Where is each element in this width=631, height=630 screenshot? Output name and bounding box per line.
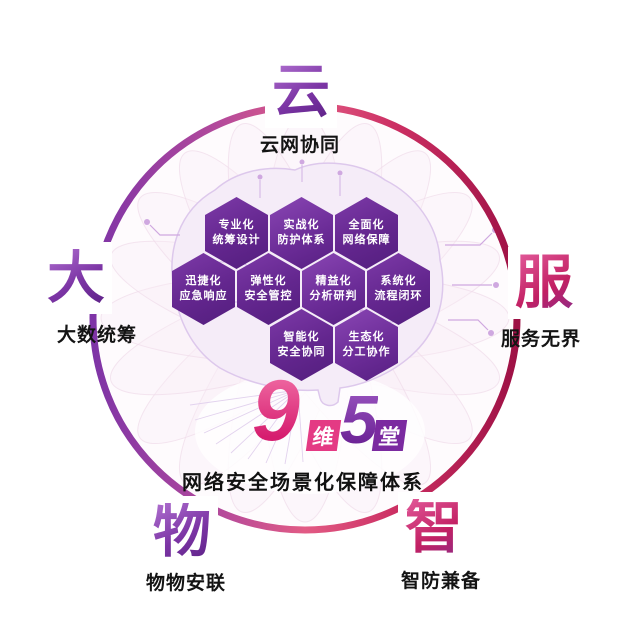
diagram-title: 网络安全场景化保障体系 (182, 472, 424, 494)
hexagon-cell: 智能化 安全协同 (270, 309, 333, 381)
ring-char-things: 物 (146, 496, 218, 568)
logo-number-5: 5 (340, 382, 378, 458)
hexagon-line1: 迅捷化 (185, 274, 222, 287)
hexagon-line1: 弹性化 (250, 274, 287, 287)
fan-lines (189, 389, 304, 465)
hexagon-line1: 智能化 (283, 330, 320, 343)
hexagon-line2: 网络保障 (342, 234, 391, 246)
ring-label-bigdata: 大数统筹 (56, 325, 138, 346)
logo-box-tang: 堂 (371, 420, 408, 451)
hexagon-line1: 专业化 (218, 218, 255, 231)
ring-label-cloud: 云网协同 (259, 135, 341, 156)
ring-char-bigdata: 大 (40, 242, 112, 314)
ring-char-smart: 智 (398, 492, 470, 564)
hexagon-line1: 系统化 (380, 274, 417, 287)
hexagon-cell: 专业化 统筹设计 (205, 197, 268, 269)
hexagon-cell: 精益化 分析研判 (302, 253, 365, 325)
hexagon-cell: 弹性化 安全管控 (237, 253, 300, 325)
hexagon-line2: 分工协作 (342, 346, 391, 358)
hexagon-line2: 安全协同 (277, 346, 326, 358)
hexagon-line2: 统筹设计 (212, 234, 261, 246)
hexagon-line2: 流程闭环 (374, 290, 423, 302)
hexagon-line1: 全面化 (348, 218, 385, 231)
hexagon-cell: 实战化 防护体系 (270, 197, 333, 269)
hexagon-line2: 防护体系 (277, 234, 326, 246)
ring-char-service-glyph: 服 (514, 250, 573, 315)
ring-char-things-glyph: 物 (152, 499, 211, 564)
ring-char-cloud: 云 (265, 56, 337, 128)
hexagon-cell: 生态化 分工协作 (335, 309, 398, 381)
ring-char-smart-glyph: 智 (404, 495, 463, 560)
hexagon-cell: 全面化 网络保障 (335, 197, 398, 269)
hexagon-cell: 迅捷化 应急响应 (172, 253, 235, 325)
hexagon-line2: 分析研判 (309, 290, 358, 302)
logo-9wei5tang: 9 维 5 堂 (252, 368, 408, 468)
ring-char-cloud-glyph: 云 (271, 59, 330, 124)
logo-number-9: 9 (252, 363, 300, 459)
hexagon-line1: 精益化 (315, 274, 352, 287)
circuit-traces (149, 224, 493, 331)
hexagon-line1: 生态化 (348, 330, 385, 343)
hexagon-line1: 实战化 (283, 218, 320, 231)
ring-label-smart: 智防兼备 (400, 571, 482, 592)
hexagon-line2: 应急响应 (179, 290, 228, 302)
ring-label-service: 服务无界 (500, 329, 582, 350)
hexagon-line2: 安全管控 (244, 290, 293, 302)
logo-box-wei: 维 (305, 420, 342, 451)
ring-char-service: 服 (508, 247, 580, 319)
ring-char-bigdata-glyph: 大 (46, 245, 105, 310)
ring-label-things: 物物安联 (145, 573, 227, 594)
hexagon-cell: 系统化 流程闭环 (367, 253, 430, 325)
